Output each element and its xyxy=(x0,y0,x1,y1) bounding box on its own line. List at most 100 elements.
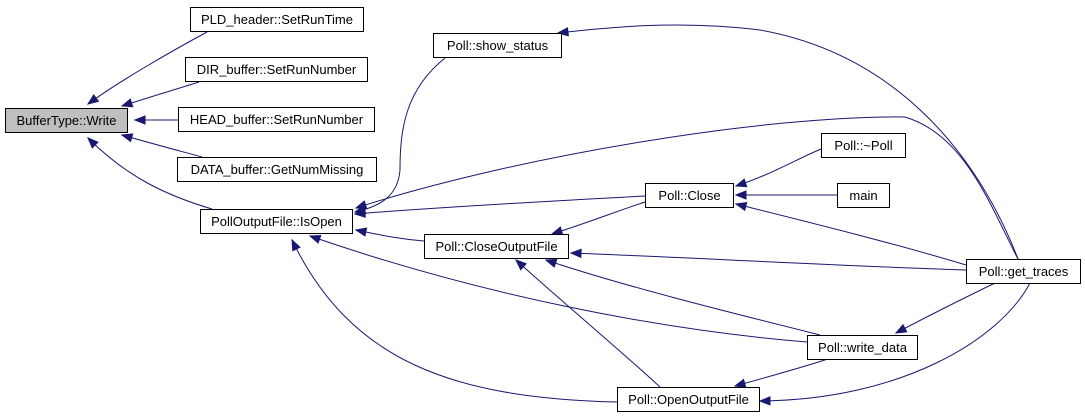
node-label: Poll::Close xyxy=(658,188,720,203)
node-box[interactable] xyxy=(424,234,569,259)
node-box[interactable] xyxy=(177,157,377,182)
edge-arrowhead xyxy=(133,115,146,125)
edge-poll-closeoutputfile-to-polloutputfile-isopen xyxy=(354,227,425,242)
edge-poll-get-traces-to-poll-write-data xyxy=(894,282,996,334)
edge-poll-show-status-to-polloutputfile-isopen xyxy=(353,57,446,215)
node-label: PollOutputFile::IsOpen xyxy=(211,214,342,229)
node-box[interactable] xyxy=(185,57,368,82)
node-box[interactable] xyxy=(5,108,128,133)
edge-poll-openoutputfile-to-polloutputfile-isopen xyxy=(291,238,618,403)
edge-head-buffer-setrunnumber-to-buffertype-write xyxy=(133,115,178,125)
edge-arrowhead xyxy=(550,226,564,236)
edge-poll-openoutputfile-to-poll-closeoutputfile xyxy=(515,259,661,388)
edge-poll-write-data-to-poll-closeoutputfile xyxy=(544,258,821,336)
edge-line xyxy=(570,252,967,271)
edge-arrowhead xyxy=(894,323,908,334)
node-box[interactable] xyxy=(837,183,890,208)
node-main[interactable]: main xyxy=(837,183,890,208)
edge-line xyxy=(354,195,646,215)
edge-line xyxy=(759,282,1031,402)
edge-line xyxy=(545,259,821,336)
node-poll-get-traces[interactable]: Poll::get_traces xyxy=(966,259,1081,284)
edge-poll-write-data-to-poll-openoutputfile xyxy=(733,358,829,388)
node-box[interactable] xyxy=(821,133,906,158)
node-poll-write-data[interactable]: Poll::write_data xyxy=(807,335,918,360)
edge-line xyxy=(734,358,829,387)
edge-data-buffer-getnummissing-to-buffertype-write xyxy=(120,133,203,158)
edge-poll-close-to-polloutputfile-isopen xyxy=(353,195,646,218)
edge-polloutputfile-isopen-to-buffertype-write xyxy=(87,137,213,210)
edge-poll-get-traces-to-poll-openoutputfile xyxy=(758,282,1031,406)
node-dir-buffer-setrunnumber[interactable]: DIR_buffer::SetRunNumber xyxy=(185,57,368,82)
node-box[interactable] xyxy=(433,33,562,58)
edge-line xyxy=(87,31,208,105)
edge-arrowhead xyxy=(733,378,747,388)
edge-main-to-poll-close xyxy=(734,190,837,200)
node-label: Poll::get_traces xyxy=(979,264,1069,279)
edge-pld-header-setruntime-to-buffertype-write xyxy=(86,31,208,105)
edge-line xyxy=(515,259,661,388)
edge-arrowhead xyxy=(556,27,569,37)
edge-arrowhead xyxy=(354,200,368,210)
node-box[interactable] xyxy=(966,259,1081,284)
edges-layer xyxy=(86,24,1031,406)
node-label: Poll::~Poll xyxy=(834,138,892,153)
edge-poll-get-traces-to-polloutputfile-isopen xyxy=(354,116,1019,260)
node-box[interactable] xyxy=(807,335,918,360)
edge-arrowhead xyxy=(734,201,748,212)
node-poll-closeoutputfile[interactable]: Poll::CloseOutputFile xyxy=(424,234,569,259)
node-box[interactable] xyxy=(645,183,734,208)
node-box[interactable] xyxy=(190,7,364,32)
node-label: Poll::show_status xyxy=(447,38,549,53)
edge-line xyxy=(121,134,203,158)
edge-line xyxy=(291,239,618,403)
edge-arrowhead xyxy=(291,238,301,252)
node-box[interactable] xyxy=(617,387,760,412)
edge-arrowhead xyxy=(569,248,582,259)
node-label: PLD_header::SetRunTime xyxy=(201,12,353,27)
node-head-buffer-setrunnumber[interactable]: HEAD_buffer::SetRunNumber xyxy=(178,107,375,132)
edge-line xyxy=(895,282,996,334)
node-pld-header-setruntime[interactable]: PLD_header::SetRunTime xyxy=(190,7,364,32)
edge-arrowhead xyxy=(120,133,134,143)
edge-poll-get-traces-to-poll-closeoutputfile xyxy=(569,248,967,271)
node-label: Poll::CloseOutputFile xyxy=(435,239,557,254)
node-box[interactable] xyxy=(200,209,353,234)
edge-arrowhead xyxy=(308,234,322,244)
edge-arrowhead xyxy=(734,190,747,200)
edge-arrowhead xyxy=(353,208,366,218)
node-poll-show-status[interactable]: Poll::show_status xyxy=(433,33,562,58)
node-poll-close[interactable]: Poll::Close xyxy=(645,183,734,208)
node-buffertype-write[interactable]: BufferType::Write xyxy=(5,108,128,133)
edge-line xyxy=(551,201,646,235)
edge-poll-get-traces-to-poll-close xyxy=(734,201,967,266)
edge-line xyxy=(557,24,1019,260)
node-label: DATA_buffer::GetNumMissing xyxy=(191,162,364,177)
edge-poll-write-data-to-polloutputfile-isopen xyxy=(308,234,808,343)
edge-line xyxy=(354,57,446,213)
edge-poll-close-to-poll-closeoutputfile xyxy=(550,201,646,236)
edge-arrowhead xyxy=(515,259,527,271)
node-data-buffer-getnummissing[interactable]: DATA_buffer::GetNumMissing xyxy=(177,157,377,182)
edge-line xyxy=(735,203,967,266)
edge-arrowhead xyxy=(544,258,558,268)
node-box[interactable] xyxy=(178,107,375,132)
edge-arrowhead xyxy=(758,396,771,406)
node-label: DIR_buffer::SetRunNumber xyxy=(197,62,357,77)
node-polloutputfile-isopen[interactable]: PollOutputFile::IsOpen xyxy=(200,209,353,234)
node-poll-openoutputfile[interactable]: Poll::OpenOutputFile xyxy=(617,387,760,412)
edge-poll-get-traces-to-poll-show-status xyxy=(556,24,1019,260)
edge-line xyxy=(309,235,808,343)
edge-line xyxy=(121,81,200,107)
node-label: Poll::write_data xyxy=(818,340,908,355)
node-poll-destructor[interactable]: Poll::~Poll xyxy=(821,133,906,158)
edge-poll-destructor-to-poll-close xyxy=(734,148,822,188)
edge-dir-buffer-setrunnumber-to-buffertype-write xyxy=(120,81,200,108)
edge-line xyxy=(87,137,213,210)
node-label: main xyxy=(849,188,877,203)
edge-arrowhead xyxy=(87,137,99,149)
edge-arrowhead xyxy=(120,98,134,108)
edge-line xyxy=(355,116,1019,260)
edge-arrowhead xyxy=(354,227,368,237)
